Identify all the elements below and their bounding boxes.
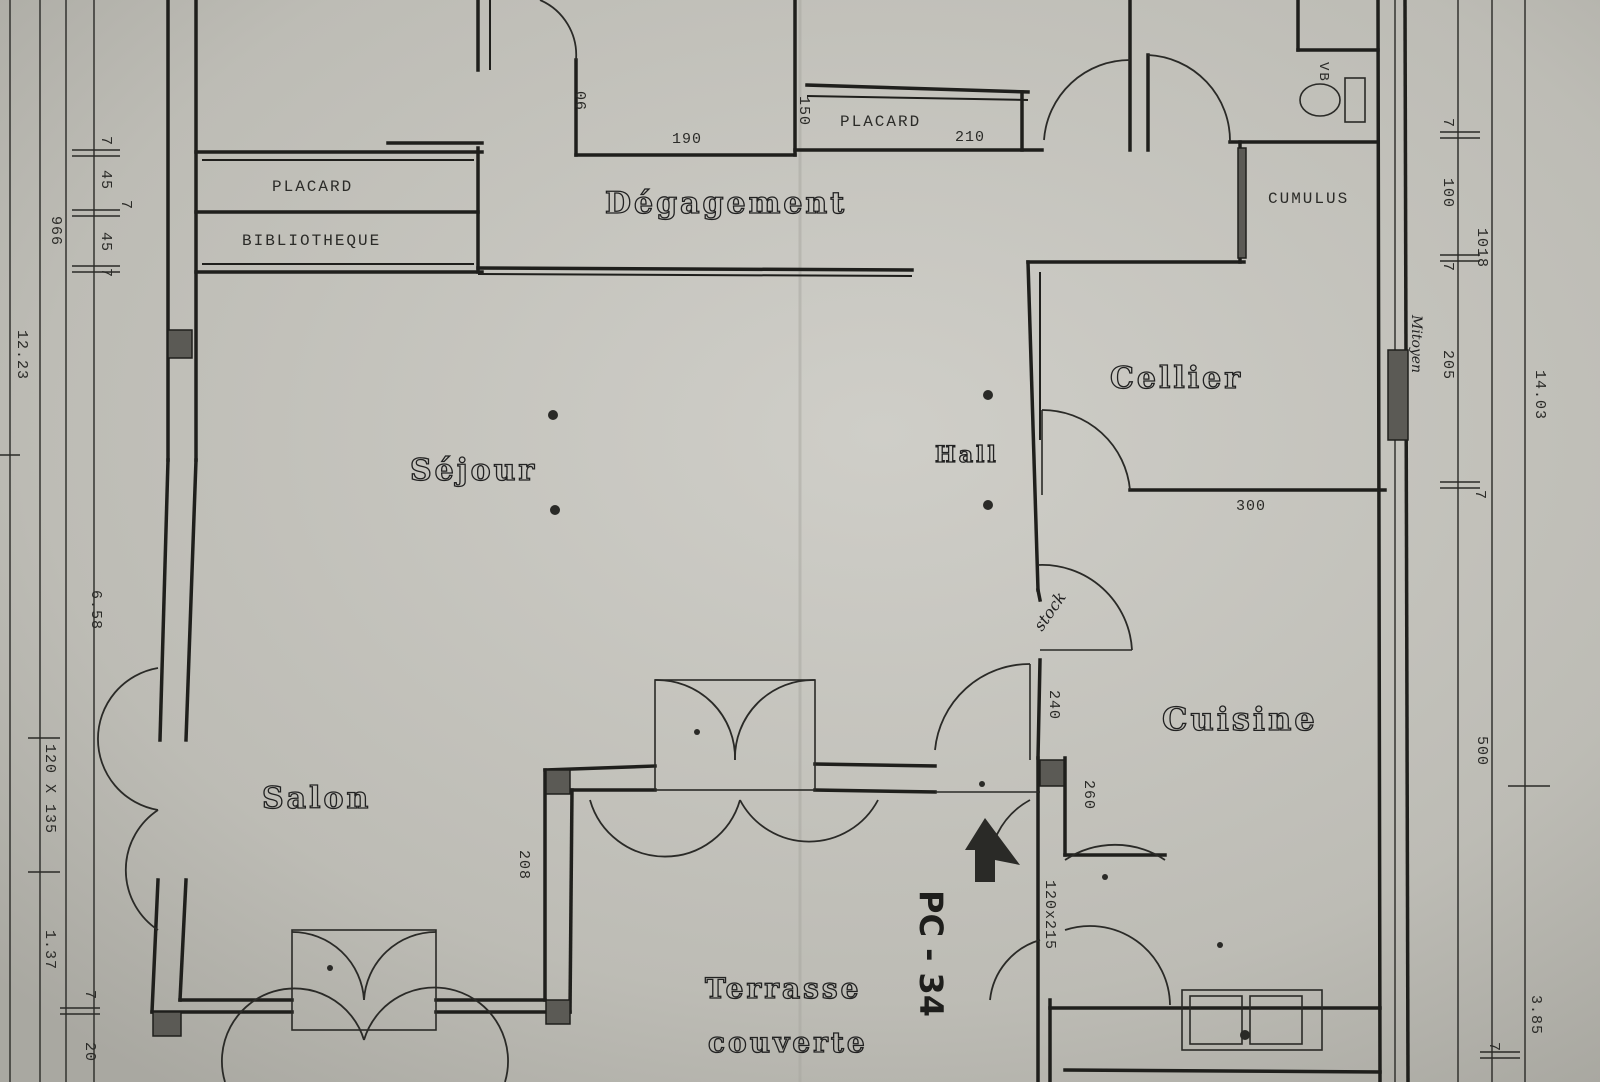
dim-90: 90 [574, 90, 591, 110]
dim-right-100: 100 [1439, 178, 1456, 208]
sink-icon [1181, 989, 1323, 1051]
room-terrasse-line1: Terrasse [705, 972, 861, 1005]
label-mitoyen: Mitoyen [1408, 314, 1424, 373]
dim-right-385: 3.85 [1527, 995, 1544, 1035]
right-dimension-lines [1394, 0, 1550, 1082]
dim-208: 208 [515, 850, 532, 880]
dim-left-7c: 7 [97, 268, 114, 278]
dim-190: 190 [672, 131, 702, 148]
interior-walls [194, 0, 1387, 760]
label-cumulus: CUMULUS [1268, 190, 1349, 208]
room-hall: Hall [935, 442, 999, 468]
door-swings [97, 0, 1366, 1082]
dim-120x215: 120x215 [1041, 880, 1058, 950]
dim-left-7d: 7 [81, 990, 98, 1000]
room-salon: Salon [262, 781, 371, 816]
label-vb: VB [1315, 62, 1331, 83]
dim-right-1403: 14.03 [1531, 370, 1548, 420]
room-cellier: Cellier [1110, 361, 1243, 396]
dim-left-7a: 7 [97, 136, 114, 146]
hatched-columns [152, 147, 1409, 1037]
label-bibliotheque: BIBLIOTHEQUE [242, 232, 381, 250]
dim-right-7a: 7 [1439, 118, 1456, 128]
dim-left-658: 6.58 [87, 590, 104, 630]
dim-300: 300 [1236, 498, 1266, 515]
dim-240: 240 [1045, 690, 1062, 720]
room-sejour: Séjour [410, 453, 537, 488]
entrance-arrow-icon [965, 818, 1020, 882]
dim-left-20: 20 [81, 1042, 98, 1062]
dim-left-120x135: 120 X 135 [41, 744, 58, 834]
dim-left-1223: 12.23 [13, 330, 30, 380]
room-cuisine: Cuisine [1162, 700, 1318, 738]
room-terrasse-line2: couverte [708, 1026, 868, 1059]
dim-left-137: 1.37 [41, 930, 58, 970]
dim-right-7c: 7 [1471, 490, 1488, 500]
label-placard-right: PLACARD [840, 113, 921, 131]
dim-260: 260 [1080, 780, 1097, 810]
dim-left-966: 966 [47, 216, 64, 246]
dim-right-500: 500 [1473, 736, 1490, 766]
label-placard-left: PLACARD [272, 178, 353, 196]
electrical-symbols [327, 390, 1223, 971]
dim-150: 150 [795, 96, 812, 126]
dim-left-45a: 45 [97, 170, 114, 190]
dim-right-7b: 7 [1439, 262, 1456, 272]
dim-left-45b: 45 [97, 232, 114, 252]
label-pc-34: PC - 34 [912, 890, 950, 1017]
dim-right-205: 205 [1439, 350, 1456, 380]
dim-right-1018: 1018 [1473, 228, 1490, 268]
dim-210: 210 [955, 129, 985, 146]
dim-left-7b: 7 [117, 200, 134, 210]
dim-right-7d: 7 [1485, 1042, 1502, 1052]
left-dimension-lines [0, 0, 120, 1082]
room-degagement: Dégagement [605, 186, 847, 221]
